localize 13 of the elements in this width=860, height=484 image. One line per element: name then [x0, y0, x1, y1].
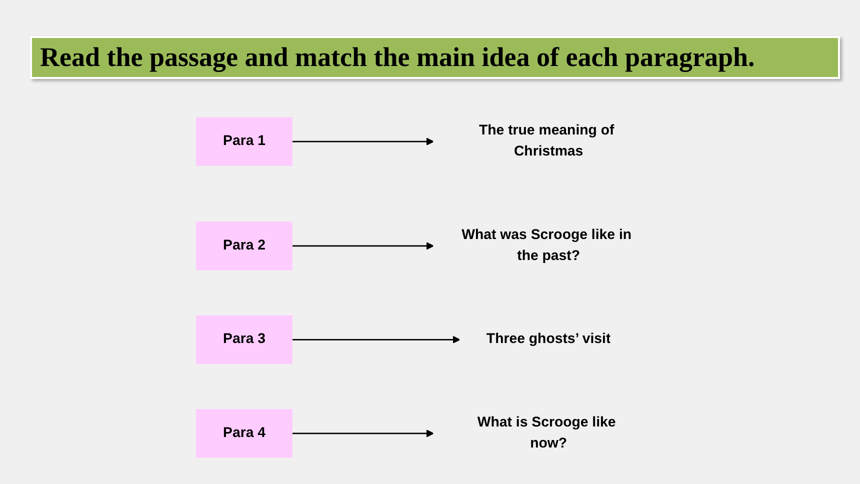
- arrow: [292, 430, 434, 438]
- title-banner: Read the passage and match the main idea of each paragraph.: [30, 36, 840, 79]
- node-text: Three ghosts’ visit: [486, 332, 611, 347]
- node-box: Para 4: [196, 409, 292, 458]
- node-text: The true meaning of Christmas: [478, 122, 614, 160]
- arrow: [292, 138, 434, 146]
- arrow: [292, 336, 460, 344]
- node-box: Para 1: [196, 117, 292, 166]
- node-box: Para 2: [196, 222, 292, 270]
- arrow: [292, 242, 434, 250]
- node-text: What was Scrooge like in the past?: [462, 227, 632, 264]
- node-text: What is Scrooge like now?: [477, 414, 616, 452]
- node-box: Para 3: [196, 315, 292, 364]
